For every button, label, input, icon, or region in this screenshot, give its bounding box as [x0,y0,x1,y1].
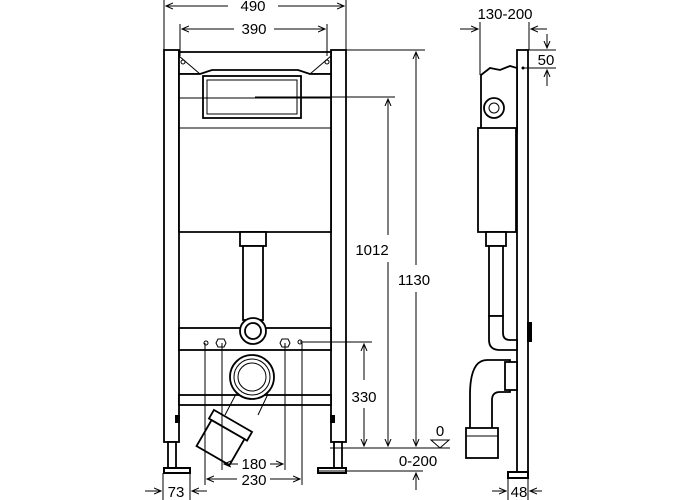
dim-1130: 1130 [398,272,430,289]
left-post [163,49,180,443]
dim-390: 390 [241,21,266,38]
dim-230: 230 [241,472,266,489]
wall-plate [516,49,529,473]
level-marker-icon [429,439,451,449]
drain-elbow [195,408,254,467]
flush-pipe [242,245,264,321]
dim-73: 73 [168,484,185,500]
dim-490: 490 [240,0,265,15]
side-cistern [477,127,517,233]
level-zero-label: 0 [436,423,444,440]
dim-1012: 1012 [355,242,388,259]
drain-connector [229,354,275,400]
dim-130-200: 130-200 [477,6,532,23]
side-drain-elbow [469,359,511,431]
dim-180: 180 [241,456,266,473]
dim-50: 50 [538,52,555,69]
side-view [465,49,532,479]
dim-330: 330 [351,389,376,406]
front-view [163,49,347,474]
left-foot [163,467,191,474]
right-post [330,49,347,443]
side-dimensions: 130-200 50 48 [460,6,556,500]
dim-48: 48 [511,484,528,500]
dim-0-200: 0-200 [399,453,437,470]
front-dimensions: 490 390 1012 1130 330 0 0-200 180 230 [145,0,451,500]
